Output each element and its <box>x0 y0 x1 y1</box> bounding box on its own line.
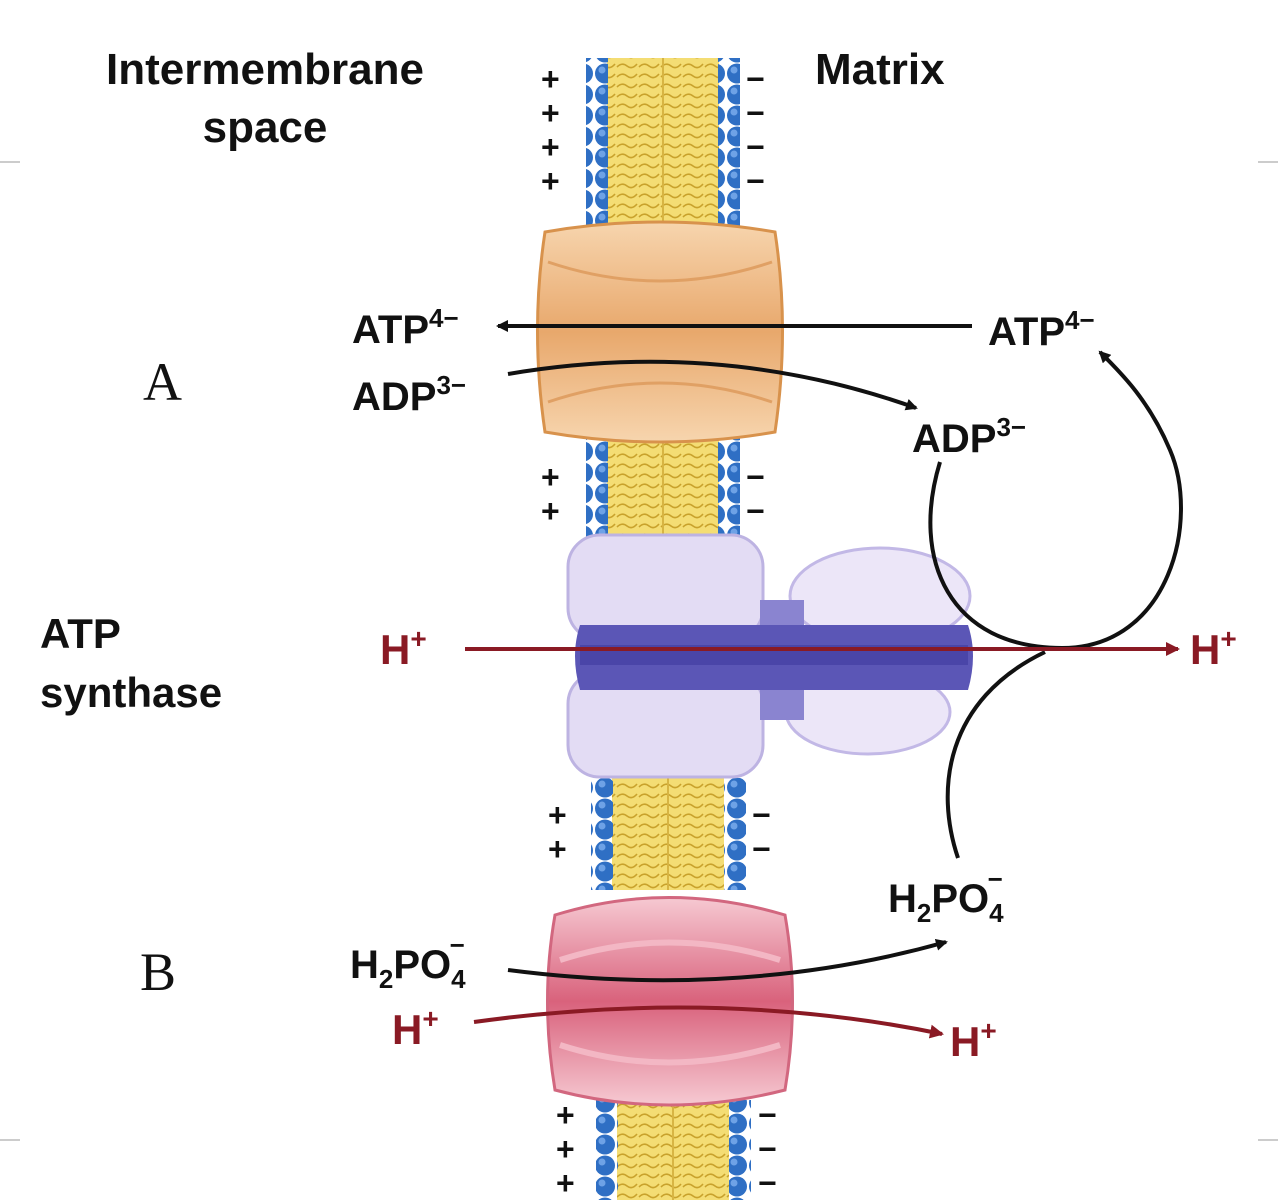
positive-charge: + <box>548 831 567 867</box>
membrane-segment-upper-middle <box>586 428 740 538</box>
negative-charge: − <box>758 1165 777 1200</box>
proton-intermembrane-synthase-label: H+ <box>380 623 427 673</box>
membrane-segment-top <box>586 58 740 248</box>
positive-charge: + <box>541 163 560 199</box>
negative-charge: − <box>746 61 765 97</box>
phosphate-intermembrane-label: H2PO4− <box>350 930 466 994</box>
intermembrane-space-label-line1: Intermembrane <box>106 45 424 94</box>
proton-intermembrane-symport-label: H+ <box>392 1003 439 1053</box>
negative-charge: − <box>746 459 765 495</box>
charge-signs-right: − − − − − − − − − − − <box>746 61 777 1200</box>
proton-matrix-synthase-label: H+ <box>1190 623 1237 673</box>
positive-charge: + <box>556 1131 575 1167</box>
atp-adp-translocase <box>536 220 784 444</box>
positive-charge: + <box>541 459 560 495</box>
phosphate-import-arrow <box>507 938 948 983</box>
negative-charge: − <box>758 1097 777 1133</box>
adp-to-atp-cycle-arrow <box>928 350 1183 651</box>
proton-matrix-symport-label: H+ <box>950 1015 997 1065</box>
negative-charge: − <box>752 797 771 833</box>
section-b-label: B <box>140 942 176 1002</box>
adp-intermembrane-label: ADP3− <box>352 370 466 419</box>
negative-charge: − <box>746 493 765 529</box>
negative-charge: − <box>746 163 765 199</box>
positive-charge: + <box>556 1165 575 1200</box>
charge-signs-left: + + + + + + + + + + + <box>541 61 575 1200</box>
negative-charge: − <box>758 1131 777 1167</box>
proton-symport-arrow <box>473 1005 944 1039</box>
matrix-label: Matrix <box>815 45 945 94</box>
atp-matrix-label: ATP4− <box>988 305 1095 354</box>
positive-charge: + <box>548 797 567 833</box>
negative-charge: − <box>752 831 771 867</box>
adp-matrix-label: ADP3− <box>912 412 1026 461</box>
positive-charge: + <box>541 95 560 131</box>
section-a-label: A <box>143 352 182 412</box>
atp-intermembrane-label: ATP4− <box>352 303 459 352</box>
phosphate-to-synthase-arrow <box>945 650 1046 859</box>
positive-charge: + <box>556 1097 575 1133</box>
membrane-segment-bottom <box>596 1100 751 1200</box>
phosphate-matrix-label: H2PO4− <box>888 864 1004 928</box>
membrane-segment-lower-middle <box>591 778 746 890</box>
positive-charge: + <box>541 61 560 97</box>
negative-charge: − <box>746 95 765 131</box>
positive-charge: + <box>541 493 560 529</box>
atp-synthase-label-line2: synthase <box>40 669 222 716</box>
atp-synthase-label-line1: ATP <box>40 610 121 657</box>
positive-charge: + <box>541 129 560 165</box>
adp-import-arrow <box>507 359 918 411</box>
negative-charge: − <box>746 129 765 165</box>
phosphate-translocase <box>546 896 794 1107</box>
atp-synthase-complex <box>566 533 973 779</box>
intermembrane-space-label-line2: space <box>203 103 328 152</box>
